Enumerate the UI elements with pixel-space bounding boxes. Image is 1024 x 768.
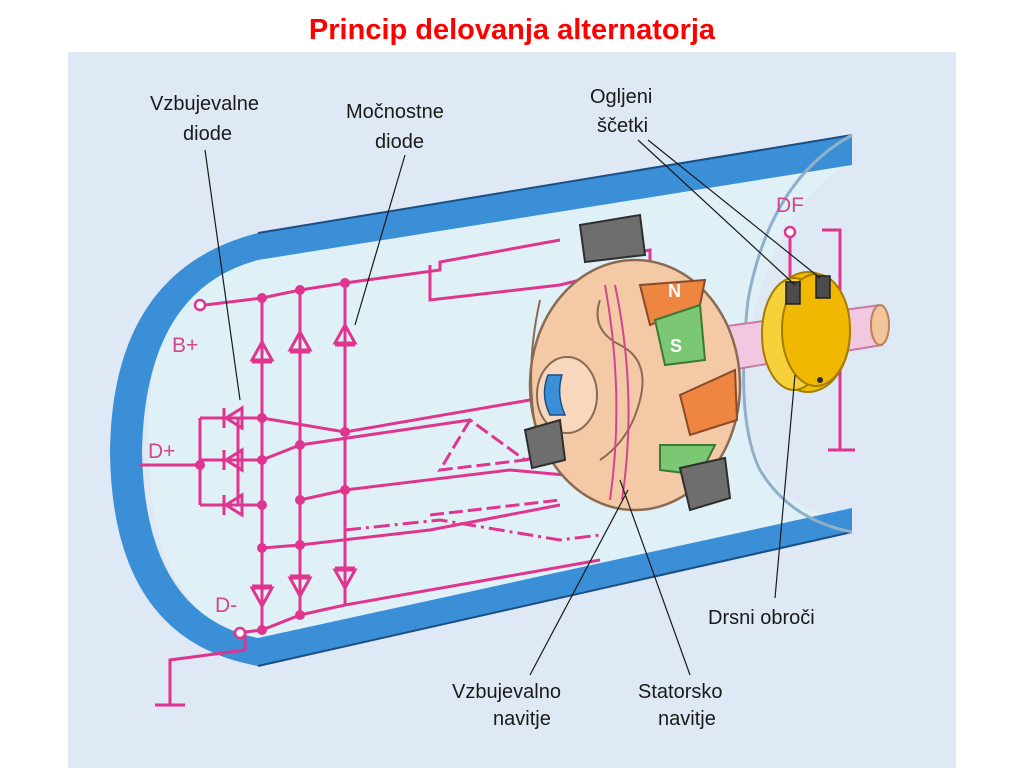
power-diode-bottom-2	[287, 574, 313, 600]
label-stator-winding: Statorsko navitje	[638, 681, 728, 730]
power-diode-bottom-3	[332, 566, 358, 592]
junction-dots	[195, 278, 350, 635]
terminal-label-d-plus: D+	[148, 440, 175, 463]
power-diodes	[249, 321, 358, 610]
terminal-label-b-plus: B+	[172, 334, 198, 357]
label-excitation-winding: Vzbujevalno navitje	[452, 681, 567, 730]
excitation-diode-1	[222, 405, 244, 431]
power-diode-bottom-1	[249, 584, 275, 610]
leader-lines	[204, 139, 821, 676]
pole-south-label: S	[670, 336, 682, 356]
power-diode-top-1	[249, 338, 275, 364]
slide-title: Princip delovanja alternatorja	[308, 14, 716, 46]
stator-cores	[523, 213, 732, 512]
label-carbon-brushes: Ogljeni ščetki	[590, 86, 658, 137]
terminal-label-d-minus: D-	[215, 594, 237, 617]
excitation-diode-2	[222, 447, 244, 473]
carbon-brushes	[785, 275, 831, 305]
label-slip-rings: Drsni obroči	[708, 607, 815, 629]
pole-south	[653, 303, 707, 367]
power-diode-top-3	[332, 321, 358, 347]
excitation-diodes	[222, 405, 244, 518]
terminals	[193, 225, 797, 640]
terminal-d-minus	[233, 626, 247, 640]
terminal-b-plus	[193, 298, 207, 312]
power-diode-top-2	[287, 328, 313, 354]
label-excitation-diodes: Vzbujevalne diode	[150, 93, 265, 145]
excitation-diode-3	[222, 492, 244, 518]
label-power-diodes: Močnostne diode	[346, 101, 449, 153]
pole-north-label: N	[668, 281, 681, 301]
slip-rings	[761, 271, 851, 393]
terminal-df	[783, 225, 797, 239]
terminal-label-df: DF	[776, 194, 804, 217]
